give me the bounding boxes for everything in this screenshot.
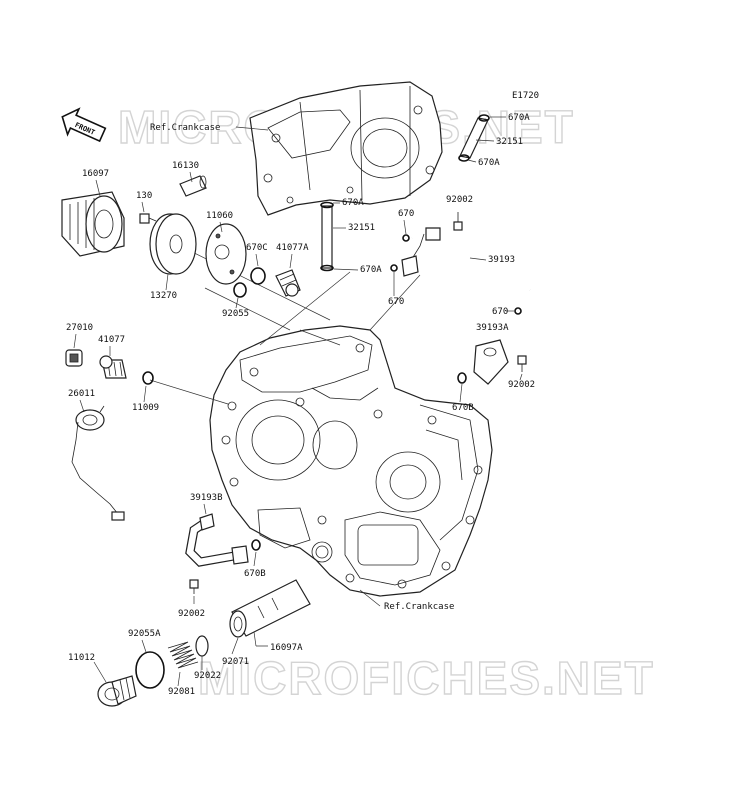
label-92071: 92071 [222,657,249,667]
front-arrow-icon: FRONT [61,107,107,143]
ref-crankcase-top: Ref.Crankcase [150,123,220,133]
label-39193: 39193 [488,255,515,265]
label-92002-right: 92002 [508,380,535,390]
bolt-130 [139,213,157,224]
washer-92022 [195,635,209,657]
ref-crankcase-bottom: Ref.Crankcase [384,602,454,612]
label-92055: 92055 [222,309,249,319]
label-670A-mid1: 670A [342,198,364,208]
washer-11009 [142,371,154,385]
main-crankcase [209,325,493,597]
harness-26011 [71,405,125,521]
bolt-92002-top [453,212,463,231]
label-670-c: 670 [492,307,508,317]
pipe-32151-top [458,114,490,162]
upper-crankcase-outline [249,81,443,216]
label-13270: 13270 [150,291,177,301]
label-16097A: 16097A [270,643,303,653]
pipe-32151-mid [320,201,334,272]
oring-92055 [233,282,247,298]
cap-11012 [97,675,137,707]
oring-670C [250,267,266,285]
cover-13270 [149,213,197,275]
label-92081: 92081 [168,687,195,697]
sensor-41077A [275,269,301,297]
label-27010: 27010 [66,323,93,333]
label-670C: 670C [246,243,268,253]
label-32151-top: 32151 [496,137,523,147]
label-670B-right: 670B [452,403,474,413]
label-92002-bottom: 92002 [178,609,205,619]
label-92022: 92022 [194,671,221,681]
oring-670B-left [251,539,261,551]
oring-670B-right [457,372,467,384]
label-32151-mid: 32151 [348,223,375,233]
label-670B-left: 670B [244,569,266,579]
fitting-39193A [473,339,527,385]
label-92055A: 92055A [128,629,161,639]
switch-27010 [65,349,83,367]
watermark-bottom: MICROFICHES.NET [198,652,655,704]
oring-92055A [135,651,165,689]
label-16130: 16130 [172,161,199,171]
label-670-a: 670 [398,209,414,219]
pipe-39193 [390,227,532,315]
label-670A-top1: 670A [508,113,530,123]
diagram-code: E1720 [512,91,539,101]
spring-92081 [167,641,199,669]
fitting-16130 [179,175,207,197]
pipe-16097A [229,579,311,638]
sensor-41077 [99,355,127,379]
oil-filter-16097 [61,191,125,257]
label-16097: 16097 [82,169,109,179]
label-670A-mid2: 670A [360,265,382,275]
label-39193A: 39193A [476,323,509,333]
pipe-39193B [185,513,249,567]
gasket-11060 [205,223,247,285]
bolt-92002-bottom [189,579,199,594]
label-130: 130 [136,191,152,201]
label-670A-top2: 670A [478,158,500,168]
label-92002-top: 92002 [446,195,473,205]
label-39193B: 39193B [190,493,223,503]
label-11009: 11009 [132,403,159,413]
label-26011: 26011 [68,389,95,399]
label-11060: 11060 [206,211,233,221]
label-41077: 41077 [98,335,125,345]
label-11012: 11012 [68,653,95,663]
label-670-b: 670 [388,297,404,307]
label-41077A: 41077A [276,243,309,253]
